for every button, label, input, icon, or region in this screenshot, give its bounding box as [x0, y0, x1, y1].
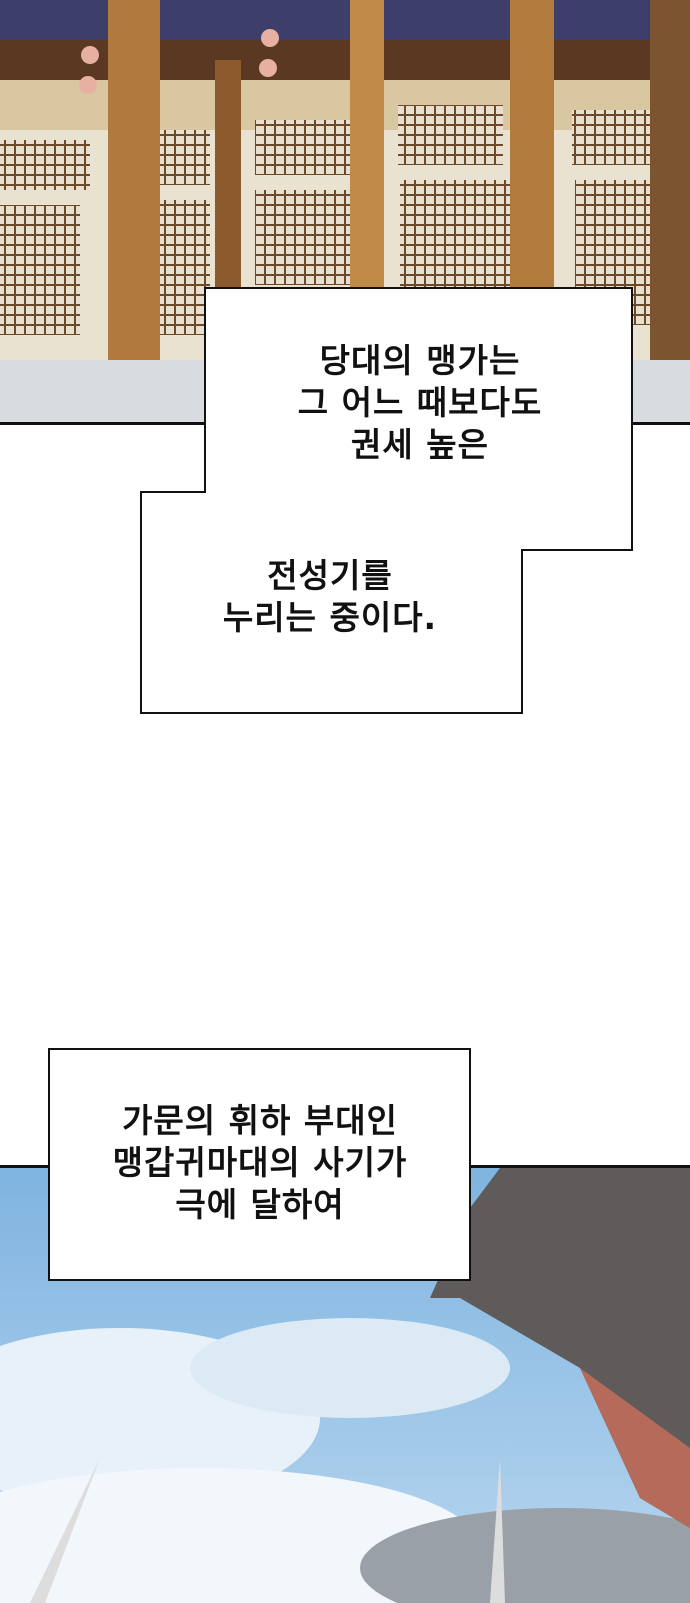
- caption-line: 권세 높은: [351, 425, 489, 464]
- caption-line: 맹갑귀마대의 사기가: [112, 1143, 408, 1182]
- caption-2: 전성기를 누리는 중이다.: [180, 555, 480, 639]
- caption-line: 전성기를: [267, 556, 393, 595]
- caption-line: 그 어느 때보다도: [297, 383, 543, 422]
- caption-3: 가문의 휘하 부대인 맹갑귀마대의 사기가 극에 달하여: [60, 1100, 460, 1226]
- caption-box-3: [48, 1048, 471, 1281]
- caption-line: 당대의 맹가는: [319, 341, 521, 380]
- caption-line: 누리는 중이다.: [222, 598, 438, 637]
- caption-line: 극에 달하여: [175, 1185, 345, 1224]
- caption-1: 당대의 맹가는 그 어느 때보다도 권세 높은: [230, 340, 610, 466]
- caption-line: 가문의 휘하 부대인: [122, 1101, 398, 1140]
